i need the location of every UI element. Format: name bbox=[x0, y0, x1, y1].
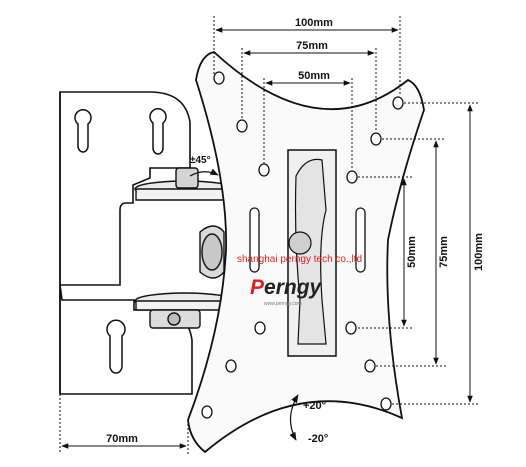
dim-label-right-100: 100mm bbox=[473, 233, 485, 271]
keyhole-slot-top-right bbox=[149, 108, 167, 155]
vesa-hole-100-top-left bbox=[213, 71, 225, 85]
dim-label-bottom-70: 70mm bbox=[106, 433, 138, 445]
watermark-brand: Perngy bbox=[250, 276, 323, 299]
vesa-hole-75-top-left bbox=[236, 119, 248, 133]
dim-label-right-75: 75mm bbox=[438, 236, 450, 268]
watermark-company: shanghai perngy tech co.,ltd bbox=[237, 254, 362, 265]
dimension-lines-right bbox=[358, 102, 478, 405]
vesa-hole-50-bottom-right bbox=[345, 321, 357, 335]
vesa-hole-75-bottom-left bbox=[225, 359, 237, 373]
watermark-subline: www.perngy.com bbox=[264, 301, 302, 307]
vesa-hole-100-bottom-left bbox=[201, 405, 213, 419]
watermark-brand-initial: P bbox=[250, 276, 265, 299]
tilt-rotation-arrow bbox=[289, 394, 299, 441]
vesa-hole-50-top-left bbox=[258, 163, 270, 177]
dim-label-top-50: 50mm bbox=[298, 70, 330, 82]
tilt-down-label: -20° bbox=[308, 433, 328, 445]
dim-label-top-75: 75mm bbox=[296, 40, 328, 52]
swivel-rotation-arrow bbox=[189, 168, 219, 177]
vesa-hole-75-top-right bbox=[370, 132, 382, 146]
dimension-line-bottom bbox=[59, 394, 189, 454]
dim-label-right-50: 50mm bbox=[406, 236, 418, 268]
vesa-plate bbox=[187, 51, 425, 454]
keyhole-slot-bottom bbox=[106, 319, 126, 374]
vesa-hole-100-bottom-right bbox=[380, 397, 392, 411]
tilt-up-label: +20° bbox=[303, 400, 326, 412]
vesa-hole-100-top-right bbox=[392, 96, 404, 110]
dim-label-top-100: 100mm bbox=[295, 17, 333, 29]
watermark-brand-rest: erngy bbox=[264, 276, 323, 299]
vesa-hole-50-top-right bbox=[346, 170, 358, 184]
vesa-hole-50-bottom-left bbox=[254, 321, 266, 335]
swivel-angle-label: ±45° bbox=[190, 155, 211, 166]
keyhole-slot-top-left bbox=[74, 109, 92, 153]
vesa-hole-75-bottom-right bbox=[364, 359, 376, 373]
dimension-lines-top bbox=[213, 16, 401, 170]
